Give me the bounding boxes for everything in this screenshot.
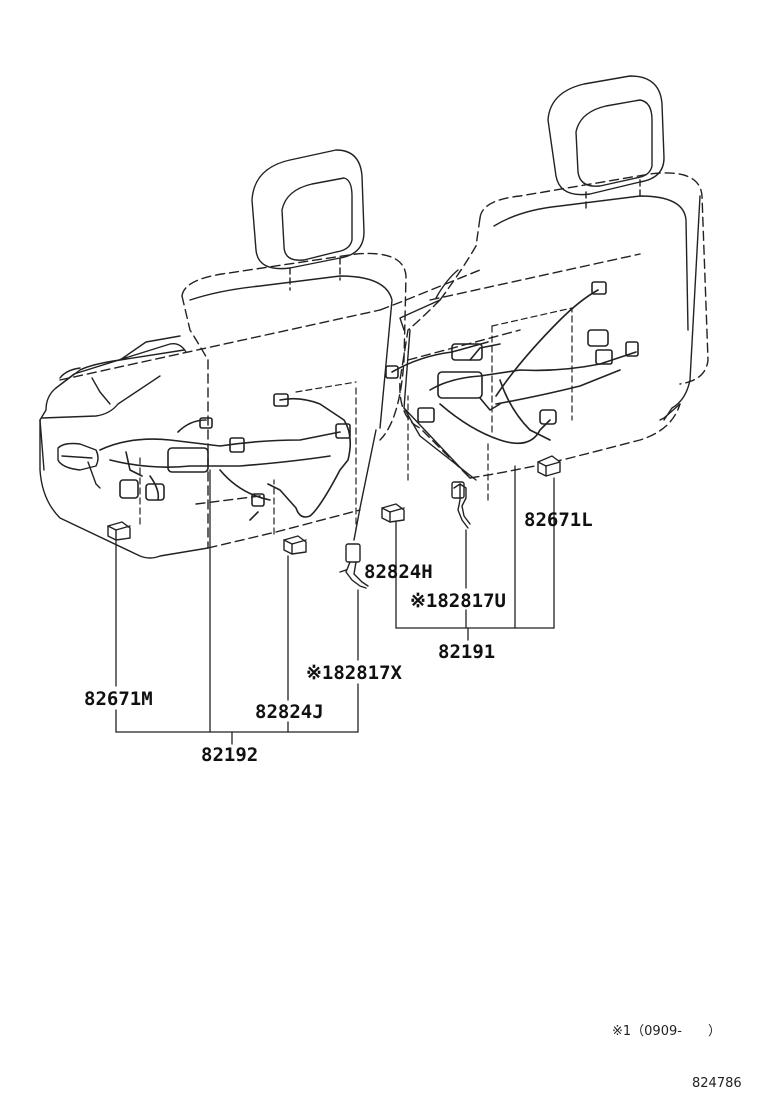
callout-82671L[interactable]: 82671L	[524, 509, 593, 531]
connector-82824J-icon	[283, 535, 307, 555]
connector-82824H-icon	[381, 503, 405, 523]
right-seat	[399, 75, 709, 481]
connector-82671M-icon	[107, 521, 131, 541]
callout-82192[interactable]: 82192	[201, 744, 259, 766]
footnote: ※1（0909- ）	[612, 1024, 721, 1039]
callout-82824H[interactable]: 82824H	[364, 561, 433, 583]
callout-82191[interactable]: 82191	[438, 641, 496, 663]
leader-lines	[115, 465, 555, 745]
right-wire-harness	[385, 281, 639, 501]
connector-82671L-icon	[537, 455, 561, 477]
callout-82817X[interactable]: ※182817X	[306, 662, 402, 684]
callout-82824J[interactable]: 82824J	[255, 701, 324, 723]
sub-harness-82817U-icon	[451, 481, 471, 529]
sub-harness-82817X-icon	[339, 543, 369, 589]
left-seat	[39, 149, 481, 559]
illustration-number: 824786	[692, 1076, 742, 1091]
callout-82817U[interactable]: ※182817U	[410, 590, 506, 612]
left-wire-harness	[99, 381, 357, 535]
callout-82671M[interactable]: 82671M	[84, 688, 153, 710]
